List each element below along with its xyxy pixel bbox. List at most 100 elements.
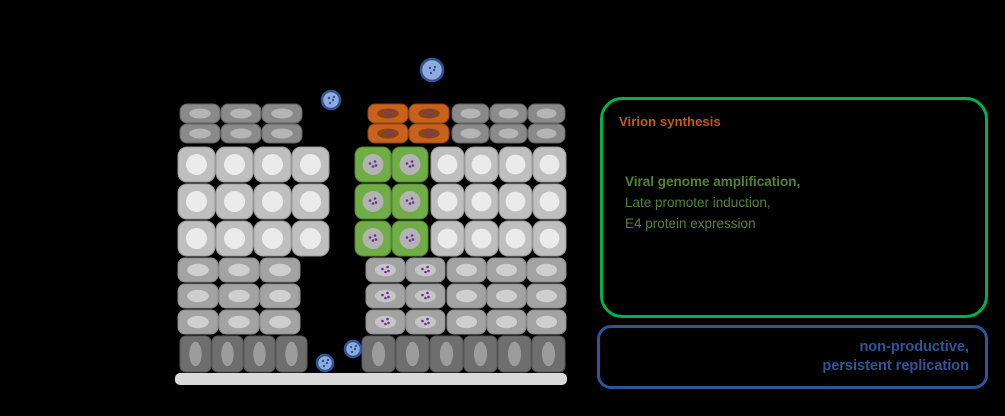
cell-nucleus xyxy=(536,108,557,119)
viral-genome-speckle xyxy=(426,317,429,321)
viral-genome-speckle xyxy=(427,269,430,273)
viral-genome-speckle xyxy=(410,160,414,163)
cell-nucleus xyxy=(405,341,420,367)
cell-nucleus xyxy=(186,228,207,249)
persistent-line-2: persistent replication xyxy=(822,358,969,374)
cell-nucleus xyxy=(535,289,558,303)
viral-genome-speckle xyxy=(371,165,375,168)
cell-nucleus xyxy=(535,263,558,277)
viral-genome-speckle xyxy=(410,197,414,200)
viral-genome-speckle xyxy=(387,269,390,273)
cell-nucleus xyxy=(455,315,478,329)
cell-nucleus xyxy=(371,341,386,367)
viral-genome-speckle xyxy=(373,197,377,200)
virion-dot xyxy=(350,350,354,354)
cell-nucleus xyxy=(439,341,454,367)
cell-nucleus xyxy=(271,128,293,139)
cell-nucleus xyxy=(374,289,397,303)
viral-genome-speckle xyxy=(374,238,378,241)
cell-nucleus xyxy=(269,289,291,303)
viral-genome-speckle xyxy=(384,270,387,274)
cell-nucleus xyxy=(224,154,245,175)
cell-nucleus xyxy=(507,341,522,367)
cell-nucleus xyxy=(186,191,207,212)
cell-nucleus xyxy=(228,289,250,303)
cell-nucleus xyxy=(269,263,291,277)
viral-genome-speckle xyxy=(427,321,430,325)
virion-dot xyxy=(433,65,437,69)
virion-dot xyxy=(331,98,335,102)
viral-genome-speckle xyxy=(421,293,424,297)
cell-nucleus xyxy=(471,191,492,212)
cell-nucleus xyxy=(505,191,526,212)
viral-genome-speckle xyxy=(373,234,377,237)
cell-nucleus xyxy=(224,191,245,212)
cell-nucleus xyxy=(285,341,298,367)
cell-nucleus xyxy=(437,228,458,249)
cell-nucleus xyxy=(473,341,488,367)
viral-genome-speckle xyxy=(424,111,428,114)
viral-genome-speckle xyxy=(371,239,375,242)
cell-nucleus xyxy=(189,341,202,367)
viral-genome-speckle xyxy=(411,164,415,167)
viral-genome-speckle xyxy=(421,319,424,323)
viral-genome-speckle xyxy=(384,322,387,326)
viral-genome-speckle xyxy=(386,114,390,117)
viral-genome-speckle xyxy=(374,164,378,167)
cell-nucleus xyxy=(539,154,560,175)
cell-nucleus xyxy=(300,154,321,175)
viral-genome-speckle xyxy=(368,162,372,165)
viral-genome-speckle xyxy=(384,296,387,300)
cell-nucleus xyxy=(505,154,526,175)
virion-icon xyxy=(315,353,335,373)
virion-dot xyxy=(325,361,329,365)
viral-genome-speckle xyxy=(411,201,415,204)
amplification-line-1: Viral genome amplification, xyxy=(625,174,801,189)
viral-genome-speckle xyxy=(389,113,393,116)
genome-amplification-text: Viral genome amplification, Late promote… xyxy=(625,171,969,234)
cell-nucleus xyxy=(224,228,245,249)
virion-dot xyxy=(349,345,353,349)
cell-nucleus xyxy=(189,108,211,119)
viral-genome-speckle xyxy=(388,109,392,112)
cell-nucleus xyxy=(535,315,558,329)
cell-nucleus xyxy=(437,154,458,175)
cell-nucleus xyxy=(187,289,209,303)
cell-nucleus xyxy=(262,228,283,249)
virion-dot xyxy=(327,96,331,100)
viral-genome-speckle xyxy=(424,131,428,134)
cell-nucleus xyxy=(362,154,384,175)
viral-genome-speckle xyxy=(410,234,414,237)
viral-genome-speckle xyxy=(374,201,378,204)
viral-genome-speckle xyxy=(381,319,384,323)
viral-genome-speckle xyxy=(426,265,429,269)
viral-genome-speckle xyxy=(427,134,431,137)
amplification-line-2: Late promoter induction, xyxy=(625,195,771,210)
cell-nucleus xyxy=(374,315,397,329)
cell-nucleus xyxy=(437,191,458,212)
virion-dot xyxy=(332,95,336,99)
cell-nucleus xyxy=(262,191,283,212)
cell-nucleus xyxy=(374,263,397,277)
cell-nucleus xyxy=(399,191,421,212)
virion-dot xyxy=(429,71,433,75)
cell-nucleus xyxy=(495,289,518,303)
viral-genome-speckle xyxy=(368,236,372,239)
viral-genome-speckle xyxy=(429,109,433,112)
cell-nucleus xyxy=(471,154,492,175)
viral-genome-speckle xyxy=(373,160,377,163)
cell-nucleus xyxy=(471,228,492,249)
viral-genome-speckle xyxy=(388,129,392,132)
virion-dot xyxy=(321,359,325,363)
cell-nucleus xyxy=(187,315,209,329)
viral-genome-speckle xyxy=(383,131,387,134)
viral-genome-speckle xyxy=(421,267,424,271)
persistent-line-1: non-productive, xyxy=(859,339,969,355)
viral-genome-speckle xyxy=(405,236,409,239)
virion-dot xyxy=(328,101,332,105)
viral-genome-speckle xyxy=(427,295,430,299)
virion-dot xyxy=(322,364,326,368)
cell-nucleus xyxy=(505,228,526,249)
cell-nucleus xyxy=(377,128,399,139)
virion-dot xyxy=(428,66,432,70)
